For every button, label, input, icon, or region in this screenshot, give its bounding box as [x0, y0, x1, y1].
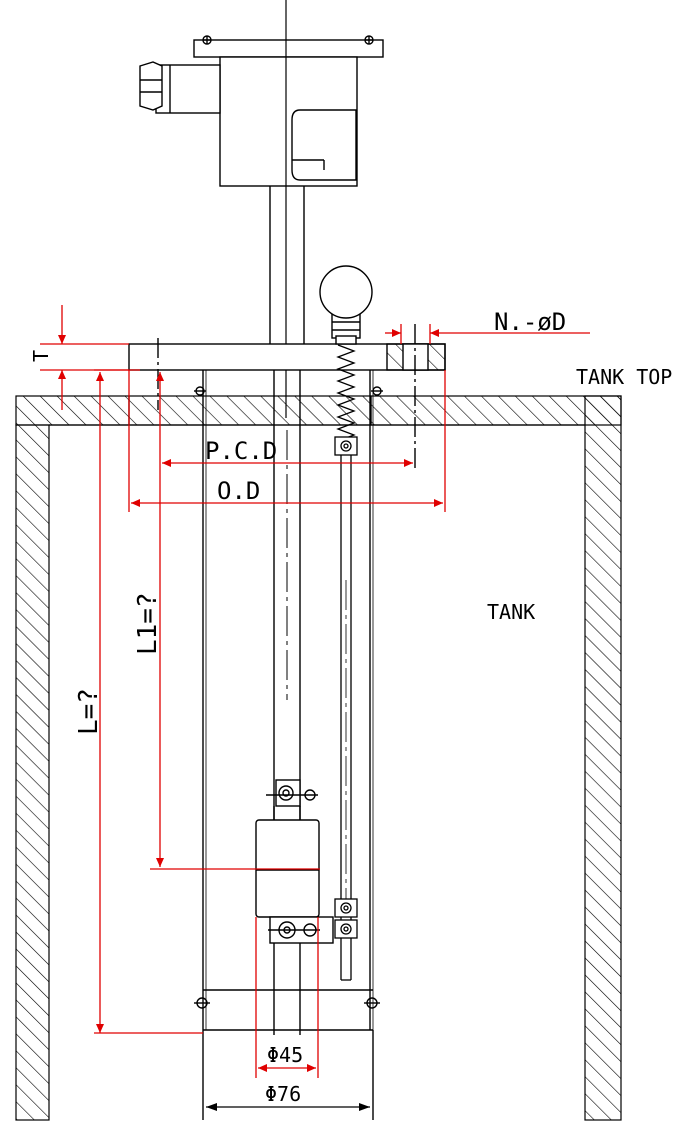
tank-walls [15, 395, 622, 1121]
float [255, 779, 334, 944]
cable-gland [155, 64, 221, 114]
label-l: L=? [74, 688, 104, 735]
junction-box [139, 35, 384, 187]
label-od: O.D [217, 477, 260, 505]
spring [336, 344, 356, 448]
indicator-ball [319, 265, 373, 345]
label-nozzle: N.-øD [494, 308, 566, 336]
tank-top-slab-right [370, 395, 622, 426]
label-phi76: Φ76 [265, 1082, 301, 1106]
housing-bolts [194, 386, 383, 1009]
tank-top-slab-center [128, 395, 372, 426]
tank-left-wall [15, 424, 50, 1121]
label-tank-top: TANK TOP [576, 365, 672, 389]
label-tank: TANK [487, 600, 535, 624]
switch-rod [334, 436, 358, 981]
stem [269, 186, 305, 344]
mounting-flange [128, 324, 446, 470]
cable-gland-nut [139, 61, 163, 111]
dimensions [40, 305, 590, 1078]
switch-rod-clamp-top [334, 436, 358, 456]
junction-box-body [219, 56, 358, 187]
junction-box-lid [193, 39, 384, 58]
label-pcd: P.C.D [205, 437, 277, 465]
tank-right-wall [584, 395, 622, 1121]
label-t: T [29, 350, 53, 362]
label-phi45: Φ45 [267, 1043, 303, 1067]
tank-top-slab-left [15, 395, 130, 426]
guide-housing [194, 370, 383, 1120]
label-l1: L1=? [133, 592, 163, 655]
switch-rod-clamp-bottom [334, 898, 358, 918]
